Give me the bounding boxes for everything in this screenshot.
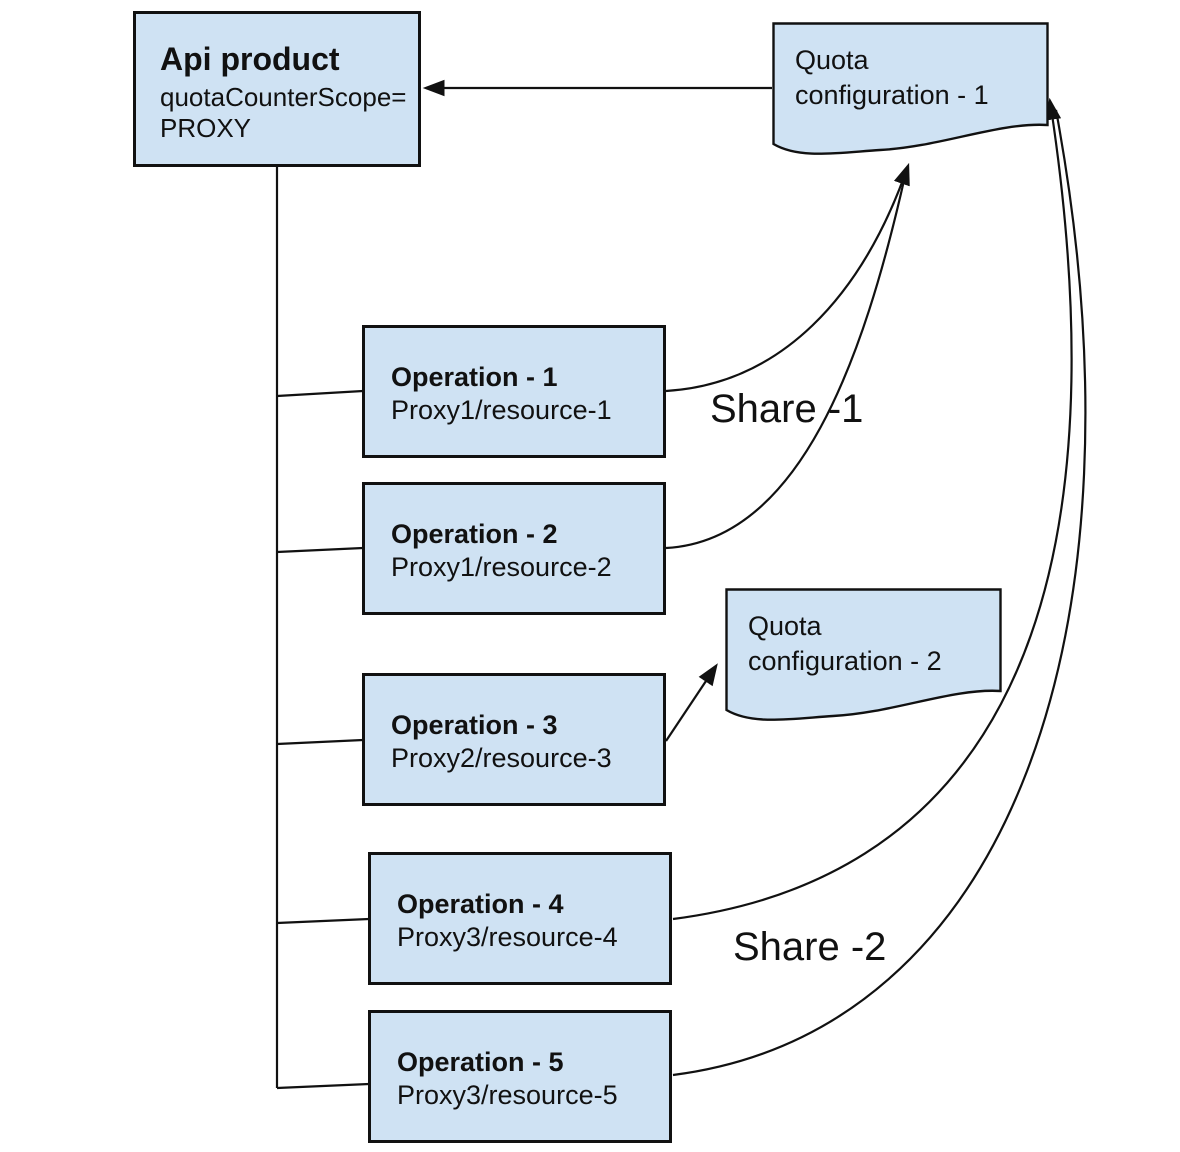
quota-configuration-1-node: Quota configuration - 1 [772,22,1049,162]
operation-2-path: Proxy1/resource-2 [391,552,612,582]
api-product-subtitle-line2: PROXY [160,113,252,143]
branch-to-operation-4 [276,917,370,925]
document-shape [772,22,1049,155]
operation-4-title: Operation - 4 [397,889,564,919]
operation-5-path: Proxy3/resource-5 [397,1080,618,1110]
arrow-operation-1-to-quota1 [665,162,910,393]
share-2-label: Share -2 [733,925,887,969]
operation-3-node: Operation - 3 Proxy2/resource-3 [362,673,666,806]
quota-configuration-2-node: Quota configuration - 2 [725,588,1002,728]
api-product-subtitle-line1: quotaCounterScope= [160,82,407,112]
branch-to-operation-1 [276,389,364,398]
operation-1-path: Proxy1/resource-1 [391,395,612,425]
quota-configuration-2-line1: Quota [748,611,822,641]
branch-to-operation-3 [276,738,364,746]
quota-configuration-1-line2: configuration - 1 [795,80,989,110]
operation-1-node: Operation - 1 Proxy1/resource-1 [362,325,666,458]
operation-5-title: Operation - 5 [397,1047,564,1077]
share-1-label: Share -1 [710,387,864,431]
branch-to-operation-5 [276,1082,370,1090]
operation-1-title: Operation - 1 [391,362,558,392]
operation-5-node: Operation - 5 Proxy3/resource-5 [368,1010,672,1143]
document-shape [725,588,1002,721]
document-shape-path [725,588,1002,721]
branch-to-operation-2 [276,546,364,554]
arrow-operation-2-to-quota1 [665,175,907,550]
operation-2-node: Operation - 2 Proxy1/resource-2 [362,482,666,615]
quota-configuration-2-label: Quota configuration - 2 [748,609,942,679]
operation-4-node: Operation - 4 Proxy3/resource-4 [368,852,672,985]
operation-3-title: Operation - 3 [391,710,558,740]
api-product-title: Api product [160,41,340,77]
arrow-operation-4-to-quota1 [672,97,1073,921]
arrow-operation-5-to-quota1 [672,109,1087,1077]
quota-configuration-1-line1: Quota [795,45,869,75]
arrow-operation-3-to-quota2 [665,663,718,742]
api-product-node: Api product quotaCounterScope= PROXY [133,11,421,167]
operation-4-path: Proxy3/resource-4 [397,922,618,952]
quota-configuration-2-line2: configuration - 2 [748,646,942,676]
operation-2-title: Operation - 2 [391,519,558,549]
document-shape-path [772,22,1049,155]
quota-configuration-1-label: Quota configuration - 1 [795,43,989,113]
operation-3-path: Proxy2/resource-3 [391,743,612,773]
